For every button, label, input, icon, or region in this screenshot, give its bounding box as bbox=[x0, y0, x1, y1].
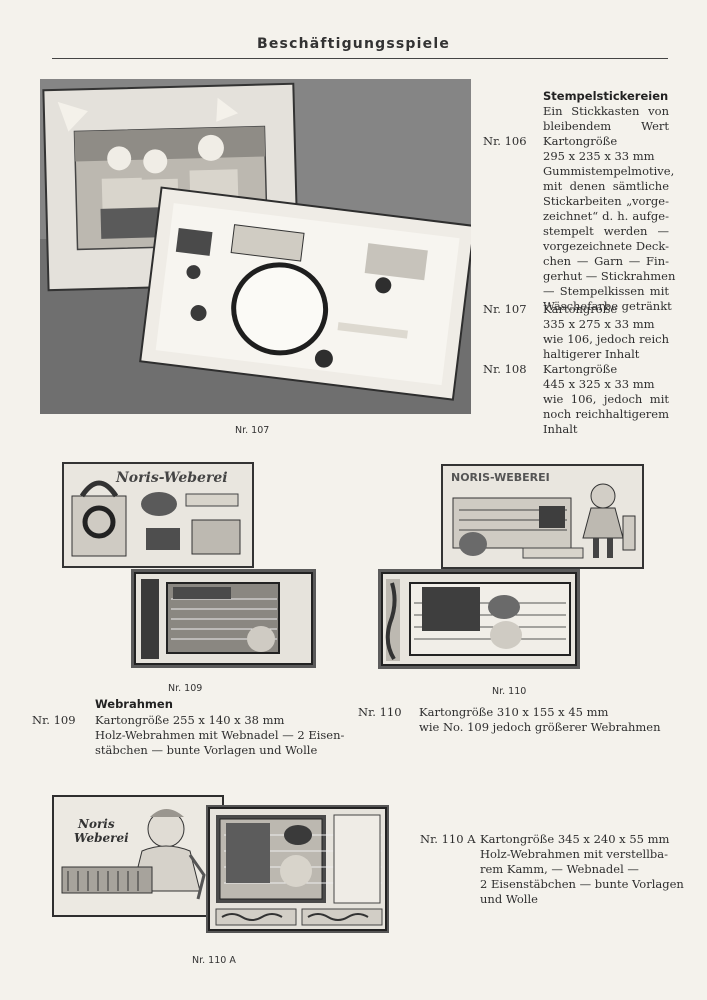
desc-line: gerhut — Stickrahmen bbox=[543, 269, 676, 283]
intro-line: Ein Stickkasten von bbox=[543, 104, 669, 118]
desc-line: Kartongröße 345 x 240 x 55 mm bbox=[480, 832, 670, 846]
item-number-108: Nr. 108 bbox=[483, 362, 527, 376]
section-title-stempelstickereien: Stempelstickereien bbox=[543, 89, 669, 103]
desc-line: Kartongröße bbox=[543, 134, 618, 148]
desc-line: Gummistempelmotive, bbox=[543, 164, 675, 178]
item-number-106: Nr. 106 bbox=[483, 134, 527, 148]
desc-line: noch reichhaltigerem bbox=[543, 407, 669, 421]
box-label-noris-weberei: NORIS-WEBEREI bbox=[451, 471, 550, 484]
desc-line: Inhalt bbox=[543, 422, 578, 436]
desc-line: 335 x 275 x 33 mm bbox=[543, 317, 655, 331]
photo-noris-weberei-110a-lid: Noris Weberei bbox=[52, 795, 224, 917]
item-110a-description: Kartongröße 345 x 240 x 55 mm Holz-Webra… bbox=[480, 832, 684, 907]
desc-line: wie 106, jedoch reich bbox=[543, 332, 669, 346]
desc-line: 445 x 325 x 33 mm bbox=[543, 377, 655, 391]
item-108-description: Kartongröße 445 x 325 x 33 mm wie 106, j… bbox=[543, 362, 669, 437]
photo-webrahmen-110-tray bbox=[378, 569, 580, 669]
item-number-109: Nr. 109 bbox=[32, 713, 76, 727]
desc-line: rem Kamm, — Webnadel — bbox=[480, 862, 639, 876]
item-number-107: Nr. 107 bbox=[483, 302, 527, 316]
item-107-description: Kartongröße 335 x 275 x 33 mm wie 106, j… bbox=[543, 302, 669, 362]
desc-line: mit denen sämtliche bbox=[543, 179, 669, 193]
item-number-110: Nr. 110 bbox=[358, 705, 402, 719]
desc-line: Wäschefarbe getränkt bbox=[543, 299, 672, 313]
item-number-110a: Nr. 110 A bbox=[420, 832, 476, 846]
desc-line: und Wolle bbox=[480, 892, 538, 906]
desc-line: Kartongröße bbox=[543, 302, 618, 316]
photo-webrahmen-109-tray bbox=[131, 569, 316, 668]
desc-line: stempelt werden — bbox=[543, 224, 669, 238]
desc-line: Kartongröße 255 x 140 x 38 mm bbox=[95, 713, 285, 727]
item-110-description: Kartongröße 310 x 155 x 45 mm wie No. 10… bbox=[419, 705, 679, 735]
item-106-description: Kartongröße 295 x 235 x 33 mm Gummistemp… bbox=[543, 134, 676, 314]
caption-nr-107: Nr. 107 bbox=[235, 425, 270, 436]
desc-line: 2 Eisenstäbchen — bunte Vorlagen bbox=[480, 877, 684, 891]
photo-webrahmen-110a-tray bbox=[206, 805, 389, 933]
desc-line: stäbchen — bunte Vorlagen und Wolle bbox=[95, 743, 318, 757]
section-title-webrahmen: Webrahmen bbox=[95, 697, 173, 711]
photo-noris-weberei-109-lid: Noris-Weberei bbox=[62, 462, 254, 568]
caption-nr-110a: Nr. 110 A bbox=[192, 955, 236, 966]
desc-line: haltigerer Inhalt bbox=[543, 347, 640, 361]
desc-line: wie No. 109 jedoch größerer Webrahmen bbox=[419, 720, 661, 734]
desc-line: wie 106, jedoch mit bbox=[543, 392, 669, 406]
caption-nr-110: Nr. 110 bbox=[492, 686, 527, 697]
desc-line: Kartongröße 310 x 155 x 45 mm bbox=[419, 705, 609, 719]
desc-line: Holz-Webrahmen mit Webnadel — 2 Eisen- bbox=[95, 728, 345, 742]
intro-line: bleibendem Wert bbox=[543, 119, 669, 133]
desc-line: Holz-Webrahmen mit verstellba- bbox=[480, 847, 668, 861]
page-title: Beschäftigungsspiele bbox=[256, 36, 451, 52]
photo-stempelstickerei-box bbox=[40, 79, 471, 414]
desc-line: chen — Garn — Fin- bbox=[543, 254, 669, 268]
photo-noris-weberei-110-lid: NORIS-WEBEREI bbox=[441, 464, 644, 569]
desc-line: — Stempelkissen mit bbox=[543, 284, 669, 298]
desc-line: Kartongröße bbox=[543, 362, 618, 376]
desc-line: vorgezeichnete Deck- bbox=[543, 239, 669, 253]
desc-line: zeichnet“ d. h. aufge- bbox=[543, 209, 669, 223]
intro-text: Ein Stickkasten von bleibendem Wert bbox=[543, 104, 669, 134]
box-label-noris-weberei: Noris-Weberei bbox=[116, 470, 228, 486]
desc-line: Stickarbeiten „vorge- bbox=[543, 194, 669, 208]
box-label-noris: Noris bbox=[78, 817, 115, 831]
desc-line: 295 x 235 x 33 mm bbox=[543, 149, 655, 163]
caption-nr-109: Nr. 109 bbox=[168, 683, 203, 694]
box-label-weberei: Weberei bbox=[74, 831, 129, 845]
item-109-description: Kartongröße 255 x 140 x 38 mm Holz-Webra… bbox=[95, 713, 345, 758]
header-rule bbox=[52, 58, 668, 59]
